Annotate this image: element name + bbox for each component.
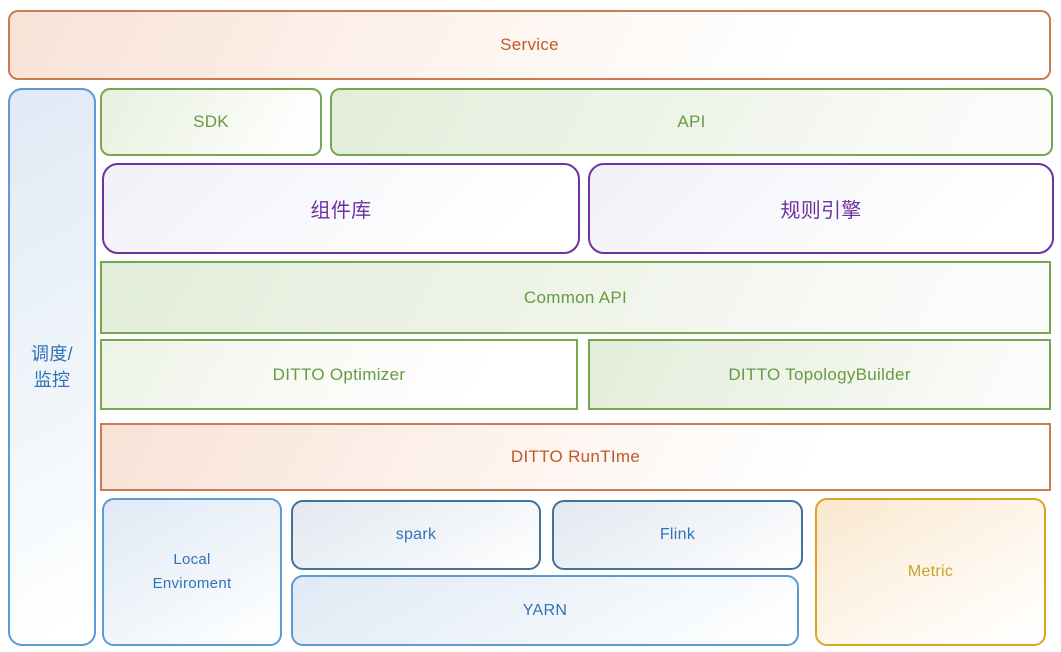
common-api-label: Common API — [523, 287, 628, 307]
rule-engine-box: 规则引擎 — [588, 163, 1054, 254]
service-layer-box: Service — [8, 10, 1051, 80]
sdk-label: SDK — [193, 112, 229, 131]
ditto-runtime-box: DITTO RunTIme — [100, 423, 1051, 491]
spark-label: spark — [395, 526, 437, 543]
metric-box: Metric — [815, 498, 1046, 646]
local-enviroment-label: Local Enviroment — [152, 551, 232, 592]
ditto-topology-builder-label: DITTO TopologyBuilder — [728, 364, 911, 384]
common-api-box: Common API — [100, 261, 1051, 334]
metric-label: Metric — [907, 563, 954, 580]
yarn-box: YARN — [291, 575, 799, 646]
flink-label: Flink — [659, 526, 696, 543]
component-library-label: 组件库 — [310, 200, 372, 222]
local-enviroment-box: Local Enviroment — [102, 498, 282, 646]
spark-box: spark — [291, 500, 541, 570]
ditto-optimizer-box: DITTO Optimizer — [100, 339, 578, 410]
ditto-optimizer-label: DITTO Optimizer — [272, 364, 406, 384]
sdk-box: SDK — [100, 88, 322, 156]
flink-box: Flink — [552, 500, 803, 570]
api-label: API — [677, 112, 706, 131]
ditto-runtime-label: DITTO RunTIme — [510, 447, 641, 466]
scheduler-monitor-box: 调度/ 监控 — [8, 88, 96, 646]
component-library-box: 组件库 — [102, 163, 580, 254]
service-label: Service — [500, 35, 559, 54]
ditto-topology-builder-box: DITTO TopologyBuilder — [588, 339, 1051, 410]
rule-engine-label: 规则引擎 — [780, 200, 862, 222]
scheduler-monitor-label: 调度/ 监控 — [31, 343, 73, 390]
yarn-label: YARN — [522, 601, 568, 619]
api-box: API — [330, 88, 1053, 156]
